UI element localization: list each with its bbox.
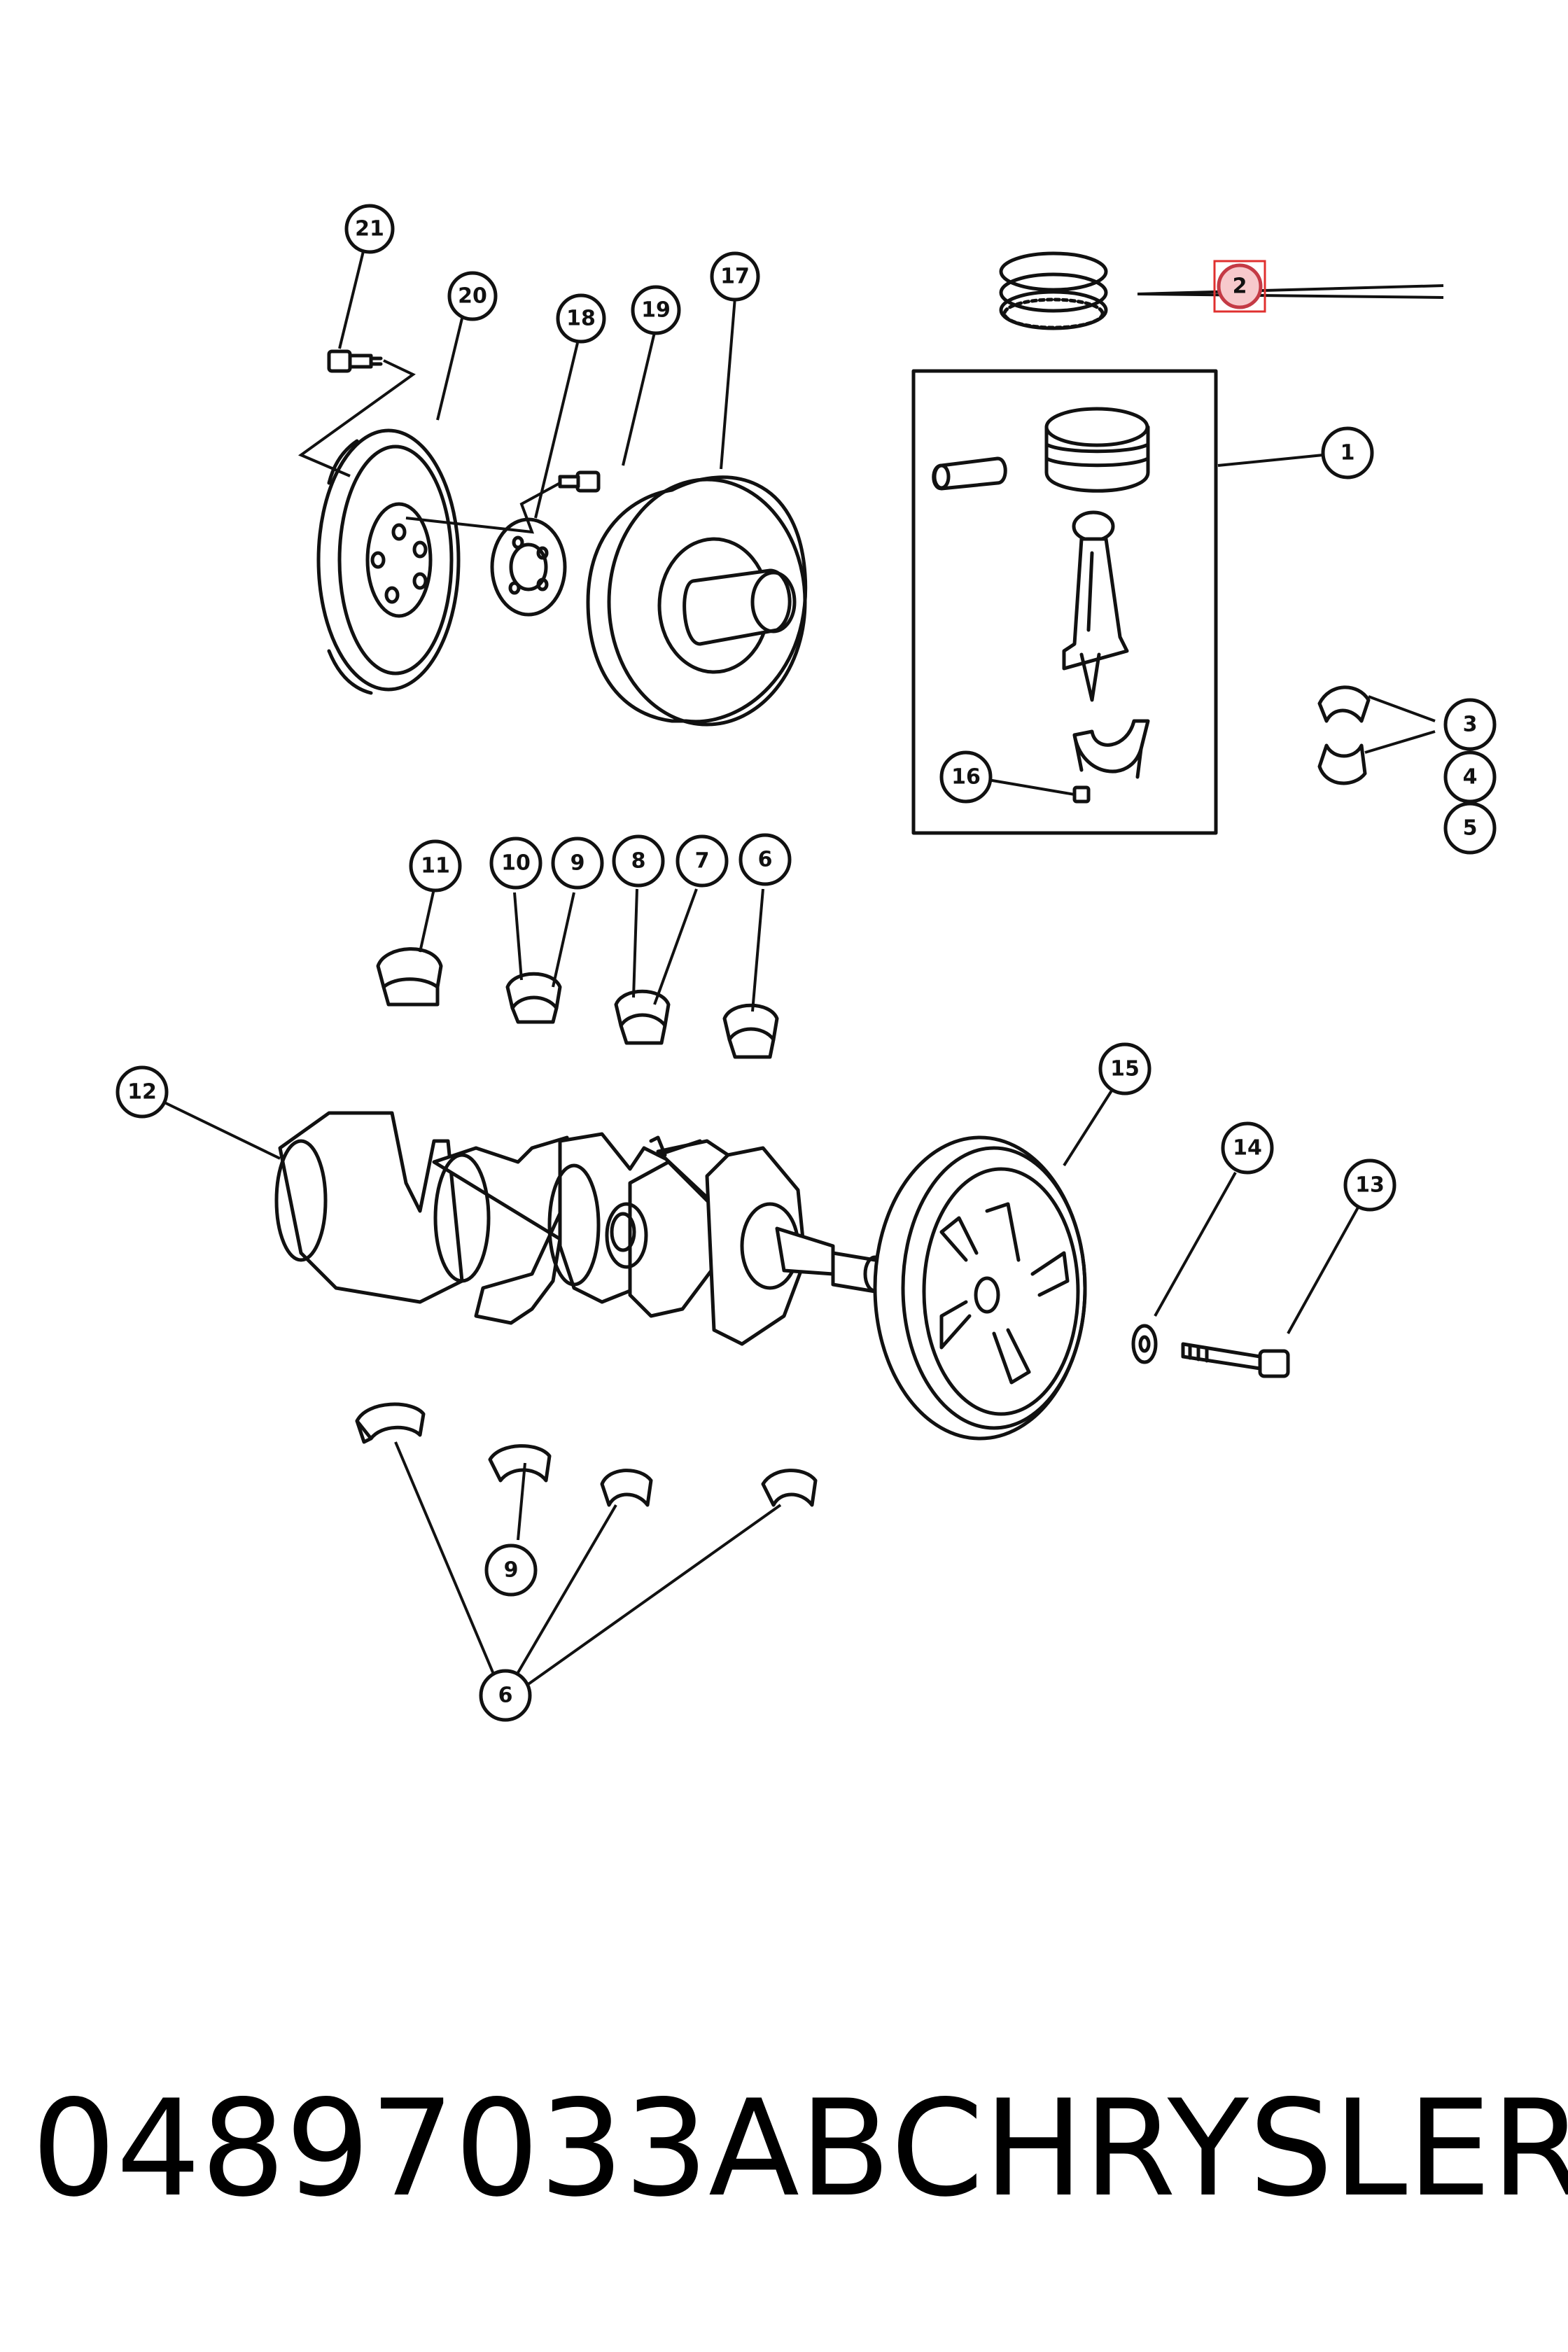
rod-nut[interactable] <box>1072 785 1091 804</box>
callout-14[interactable]: 14 <box>1221 1121 1274 1175</box>
spacer-plate[interactable] <box>490 517 567 617</box>
callout-label: 6 <box>498 1684 513 1708</box>
callout-1[interactable]: 1 <box>1321 426 1374 479</box>
callout-3[interactable]: 3 <box>1443 698 1497 751</box>
callout-label: 13 <box>1355 1173 1385 1198</box>
callout-label: 7 <box>695 849 710 874</box>
callout-label: 19 <box>641 298 671 323</box>
brand-name: CHRYSLER <box>890 2071 1568 2226</box>
callout-label: 11 <box>421 854 450 878</box>
callout-4[interactable]: 4 <box>1443 750 1497 804</box>
connecting-rod[interactable] <box>1062 510 1129 702</box>
callout-20[interactable]: 20 <box>447 271 498 321</box>
main-bearing-upper[interactable] <box>1317 685 1371 723</box>
callout-label: 5 <box>1463 816 1478 841</box>
callout-18[interactable]: 18 <box>556 293 606 344</box>
part-number: 04897033AB <box>31 2071 891 2226</box>
crankshaft-damper[interactable] <box>873 1135 1087 1441</box>
damper-washer[interactable] <box>1131 1324 1158 1364</box>
callout-label: 18 <box>566 307 596 331</box>
callout-9-bottom[interactable]: 9 <box>484 1544 538 1597</box>
callout-label: 16 <box>951 765 981 790</box>
callout-label: 14 <box>1233 1136 1262 1161</box>
main-bearing-lower[interactable] <box>1317 743 1367 785</box>
lower-bearing-a[interactable] <box>355 1402 426 1444</box>
bearing-8-7[interactable] <box>614 989 671 1045</box>
callout-label: 10 <box>501 851 531 876</box>
callout-19[interactable]: 19 <box>631 285 681 335</box>
callout-2[interactable]: 2 <box>1213 260 1266 313</box>
callout-10[interactable]: 10 <box>489 836 542 890</box>
callout-15[interactable]: 15 <box>1098 1042 1152 1096</box>
callout-5[interactable]: 5 <box>1443 802 1497 855</box>
lower-bearing-c[interactable] <box>761 1469 818 1507</box>
callout-8[interactable]: 8 <box>612 834 665 888</box>
callout-label: 6 <box>758 848 773 872</box>
callout-9-top[interactable]: 9 <box>551 836 604 890</box>
part-caption: 04897033AB CHRYSLER <box>0 2065 1568 2233</box>
piston[interactable] <box>1044 407 1150 493</box>
callout-label: 3 <box>1463 713 1478 737</box>
callout-12[interactable]: 12 <box>115 1065 169 1119</box>
lower-bearing-b[interactable] <box>600 1469 653 1507</box>
callout-label: 8 <box>631 849 646 874</box>
torque-converter[interactable] <box>586 475 808 727</box>
bearing-6-row[interactable] <box>722 1003 779 1059</box>
bolt-path-line <box>298 359 416 477</box>
callout-6-top[interactable]: 6 <box>738 833 792 886</box>
piston-ring-set[interactable] <box>999 251 1108 330</box>
leader-lines <box>164 248 1444 1695</box>
callout-label: 2 <box>1233 274 1247 299</box>
crankshaft[interactable] <box>274 1111 888 1346</box>
callout-16[interactable]: 16 <box>939 750 993 804</box>
callout-label: 15 <box>1110 1057 1140 1082</box>
callout-label: 1 <box>1340 441 1355 465</box>
callout-17[interactable]: 17 <box>710 251 760 302</box>
damper-bolt[interactable] <box>1181 1342 1290 1378</box>
callout-6-bottom[interactable]: 6 <box>479 1669 532 1722</box>
bearing-10-9[interactable] <box>505 972 562 1024</box>
callout-label: 4 <box>1463 765 1478 790</box>
callout-11[interactable]: 11 <box>409 839 462 892</box>
flexplate-bolt[interactable] <box>327 349 383 373</box>
callout-label: 12 <box>127 1080 157 1105</box>
rod-bearing-cap[interactable] <box>1072 719 1150 779</box>
callout-13[interactable]: 13 <box>1343 1158 1396 1212</box>
callout-label: 21 <box>355 217 384 241</box>
callout-label: 9 <box>570 851 585 876</box>
spacer-bolt[interactable] <box>558 470 601 493</box>
callout-7[interactable]: 7 <box>676 834 729 888</box>
callout-label: 20 <box>458 284 487 309</box>
flexplate[interactable] <box>316 428 461 695</box>
callout-label: 9 <box>504 1558 519 1583</box>
piston-assembly-box <box>911 369 1218 835</box>
callout-21[interactable]: 21 <box>344 204 395 254</box>
piston-pin[interactable] <box>932 456 1007 491</box>
callout-label: 17 <box>720 265 750 289</box>
lower-bearing-9[interactable] <box>488 1444 552 1483</box>
bearing-11[interactable] <box>376 947 443 1007</box>
